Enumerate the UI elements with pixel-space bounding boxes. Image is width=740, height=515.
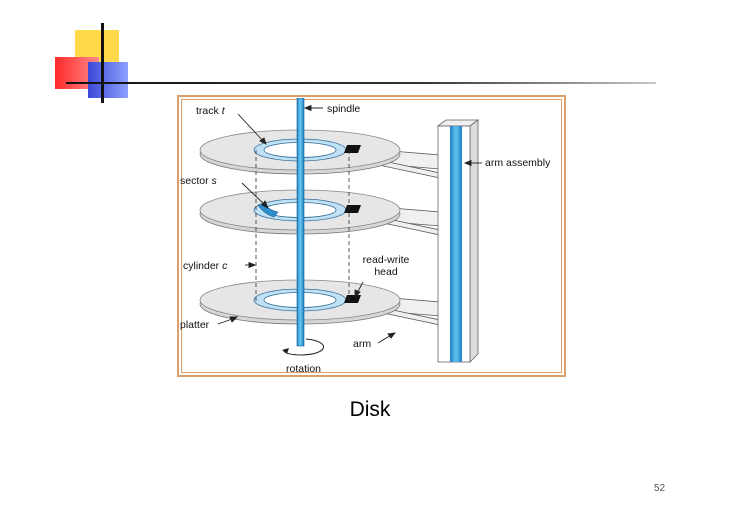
svg-text:track t: track t <box>196 105 226 117</box>
label-sector-var: s <box>212 175 218 187</box>
label-sector: sector <box>180 175 209 187</box>
deco-blue-square <box>88 62 128 98</box>
label-read-write: read-write <box>363 254 410 266</box>
label-cylinder: cylinder <box>183 260 220 272</box>
label-arm: arm <box>353 338 371 350</box>
arm-assembly-column <box>436 119 480 363</box>
label-track: track <box>196 105 220 117</box>
disk-diagram: track t spindle arm assembly sector s cy… <box>180 98 551 374</box>
svg-text:sector s: sector s <box>180 175 218 187</box>
cylinder-dashes <box>255 150 350 303</box>
deco-horizontal-line <box>66 82 656 84</box>
slide-caption: Disk <box>349 398 391 421</box>
read-write-heads <box>344 145 361 303</box>
svg-text:cylinder c: cylinder c <box>183 260 228 272</box>
deco-vertical-line <box>101 23 104 103</box>
leader-lines <box>217 104 482 344</box>
spindle-shaft <box>296 98 305 347</box>
label-rotation: rotation <box>286 363 321 374</box>
page-number: 52 <box>654 483 666 494</box>
label-arm-assembly: arm assembly <box>485 157 551 169</box>
diagram-frame-inner-border <box>181 99 562 373</box>
label-track-var: t <box>222 105 226 117</box>
label-cylinder-var: c <box>222 260 228 272</box>
label-head: head <box>374 266 398 278</box>
diagram-labels: track t spindle arm assembly sector s cy… <box>180 103 551 374</box>
label-spindle: spindle <box>327 103 360 115</box>
label-platter: platter <box>180 319 210 331</box>
